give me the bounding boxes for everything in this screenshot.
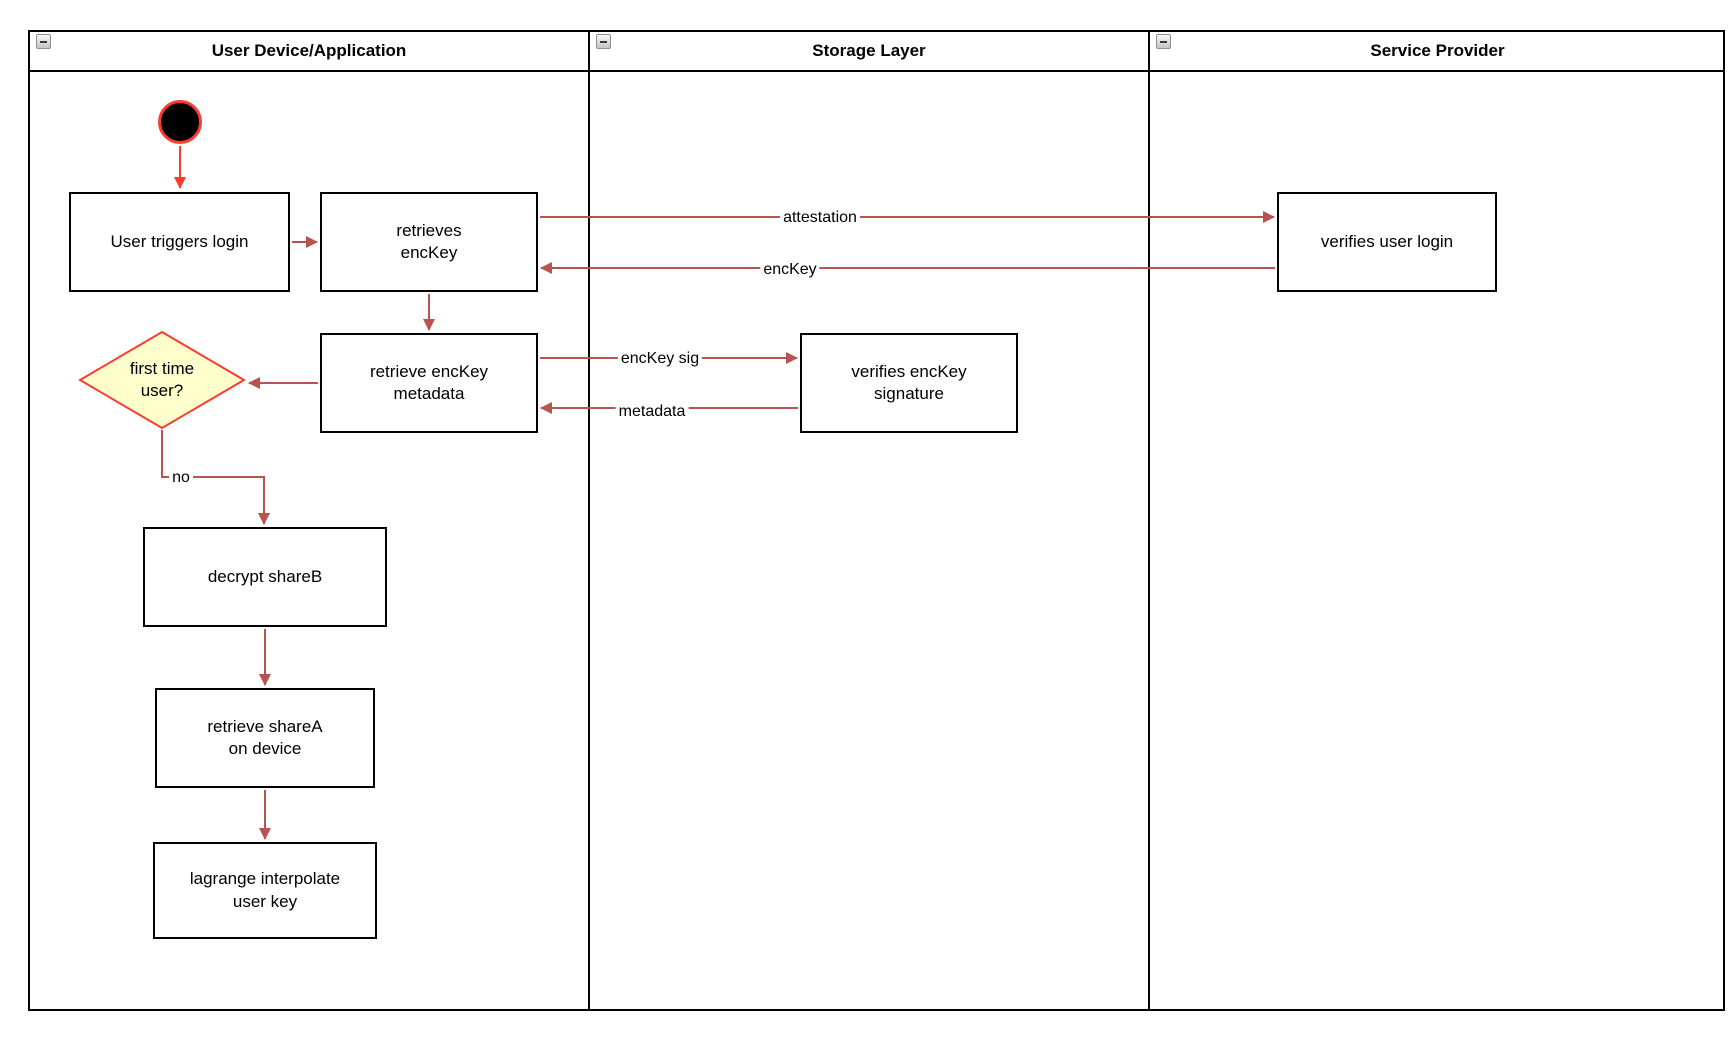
edge-label-attestation: attestation (780, 209, 860, 227)
lane-header-storage-layer[interactable]: Storage Layer (590, 32, 1148, 70)
edge-label-enckey: encKey (760, 261, 820, 279)
collapse-lane-icon[interactable] (596, 34, 611, 49)
lane-divider-2 (1148, 30, 1150, 1011)
start-node[interactable] (158, 100, 202, 144)
node-user-triggers-login[interactable]: User triggers login (69, 192, 290, 292)
node-retrieve-sharea-on-device[interactable]: retrieve shareA on device (155, 688, 375, 788)
lane-divider-1 (588, 30, 590, 1011)
pool-border (28, 30, 1725, 1011)
lane-title-user-device: User Device/Application (211, 41, 407, 60)
lane-title-storage-layer: Storage Layer (812, 41, 926, 60)
minus-icon (600, 40, 607, 43)
lane-header-divider (28, 70, 1725, 72)
node-decrypt-shareb[interactable]: decrypt shareB (143, 527, 387, 627)
decision-first-time-user[interactable]: first time user? (129, 358, 195, 400)
collapse-lane-icon[interactable] (1156, 34, 1171, 49)
node-verifies-enckey-signature[interactable]: verifies encKey signature (800, 333, 1018, 433)
node-lagrange-interpolate-user-key[interactable]: lagrange interpolate user key (153, 842, 377, 939)
collapse-lane-icon[interactable] (36, 34, 51, 49)
edge-label-metadata: metadata (615, 403, 689, 421)
node-verifies-user-login[interactable]: verifies user login (1277, 192, 1497, 292)
minus-icon (1160, 40, 1167, 43)
node-retrieve-enckey-metadata[interactable]: retrieve encKey metadata (320, 333, 538, 433)
lane-header-service-provider[interactable]: Service Provider (1150, 32, 1725, 70)
edge-label-enckey-sig: encKey sig (617, 350, 703, 368)
minus-icon (40, 40, 47, 43)
lane-title-service-provider: Service Provider (1370, 41, 1505, 60)
lane-header-user-device[interactable]: User Device/Application (30, 32, 588, 70)
node-retrieves-enckey[interactable]: retrieves encKey (320, 192, 538, 292)
edge-label-no: no (169, 469, 193, 487)
